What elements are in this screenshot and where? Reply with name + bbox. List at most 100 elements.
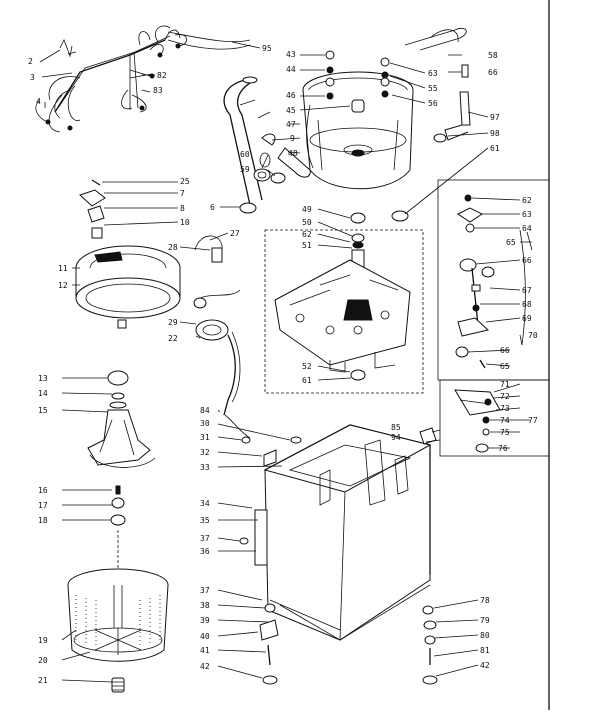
pump-wire-assembly: [193, 235, 241, 416]
label-77: 77: [528, 416, 538, 425]
label-22: 22: [168, 334, 178, 343]
label-25: 25: [180, 177, 190, 186]
switch-parts: [454, 389, 501, 453]
label-70: 70: [528, 331, 538, 340]
label-41: 41: [200, 646, 210, 655]
cable-95: [167, 31, 251, 43]
label-62-right: 62: [522, 196, 532, 205]
label-42-left: 42: [200, 662, 210, 671]
label-9: 9: [290, 134, 295, 143]
label-81: 81: [480, 646, 490, 655]
label-46: 46: [286, 91, 296, 100]
label-33: 33: [200, 463, 210, 472]
label-55: 55: [428, 84, 438, 93]
label-71: 71: [500, 380, 510, 389]
label-44: 44: [286, 65, 296, 74]
label-52: 52: [302, 362, 312, 371]
label-20: 20: [38, 656, 48, 665]
label-66: 66: [488, 68, 498, 77]
label-61-center: 61: [302, 376, 312, 385]
label-19: 19: [38, 636, 48, 645]
spin-basket: [67, 530, 169, 693]
label-14: 14: [38, 389, 48, 398]
label-28: 28: [168, 243, 178, 252]
drain-hose: [223, 76, 311, 214]
label-30: 30: [200, 419, 210, 428]
tube-parts: [391, 27, 471, 222]
label-4: 4: [36, 97, 41, 106]
bolts-43-44: [325, 50, 390, 100]
label-69: 69: [522, 314, 532, 323]
label-43: 43: [286, 50, 296, 59]
label-17: 17: [38, 501, 48, 510]
label-12: 12: [58, 281, 68, 290]
label-68: 68: [522, 300, 532, 309]
label-98: 98: [490, 129, 500, 138]
part-number-labels: 2 3 4 95 43 44 46 45 47 9 48 60 59 6 63 …: [28, 44, 538, 685]
label-49: 49: [302, 205, 312, 214]
label-78: 78: [480, 596, 490, 605]
label-3: 3: [30, 73, 35, 82]
label-36: 36: [200, 547, 210, 556]
label-76: 76: [498, 444, 508, 453]
outer-tub: [302, 71, 414, 190]
label-61-top: 61: [490, 144, 500, 153]
label-80: 80: [480, 631, 490, 640]
brake-parts: [455, 194, 533, 369]
label-66-bottom: 66: [500, 346, 510, 355]
label-65-top: 65: [506, 238, 516, 247]
label-51: 51: [302, 241, 312, 250]
label-45: 45: [286, 106, 296, 115]
label-7: 7: [180, 189, 185, 198]
label-27: 27: [230, 229, 240, 238]
label-11: 11: [58, 264, 68, 273]
label-84: 84: [200, 406, 210, 415]
transmission-box: [264, 229, 424, 394]
label-63: 63: [428, 69, 438, 78]
label-67: 67: [522, 286, 532, 295]
label-60: 60: [240, 150, 250, 159]
switch-parts-box: [439, 379, 550, 457]
label-50: 50: [302, 218, 312, 227]
tub-ring: [75, 245, 181, 329]
label-63-right: 63: [522, 210, 532, 219]
label-10: 10: [180, 218, 190, 227]
label-8: 8: [180, 204, 185, 213]
wiring-harness: [35, 25, 188, 133]
label-48: 48: [288, 149, 298, 158]
label-74: 74: [500, 416, 510, 425]
agitator: [87, 370, 156, 526]
leader-lines: [39, 41, 532, 683]
label-34: 34: [200, 499, 210, 508]
label-38: 38: [200, 601, 210, 610]
label-72: 72: [500, 392, 510, 401]
label-16: 16: [38, 486, 48, 495]
label-6: 6: [210, 203, 215, 212]
label-59: 59: [240, 165, 250, 174]
label-18: 18: [38, 516, 48, 525]
label-65-bottom: 65: [500, 362, 510, 371]
label-42-right: 42: [480, 661, 490, 670]
label-37-lower: 37: [200, 586, 210, 595]
label-85: 85: [391, 423, 401, 432]
transmission: [274, 212, 411, 381]
label-75: 75: [500, 428, 510, 437]
label-37-upper: 37: [200, 534, 210, 543]
label-32: 32: [200, 448, 210, 457]
label-2: 2: [28, 57, 33, 66]
cabinet: [254, 424, 432, 641]
label-58: 58: [488, 51, 498, 60]
label-35: 35: [200, 516, 210, 525]
brake-parts-box: [437, 179, 550, 381]
label-66-right: 66: [522, 256, 532, 265]
label-15: 15: [38, 406, 48, 415]
label-82: 82: [157, 71, 167, 80]
label-94: 94: [391, 433, 401, 442]
label-40: 40: [200, 632, 210, 641]
label-73: 73: [500, 404, 510, 413]
label-95: 95: [262, 44, 272, 53]
label-29: 29: [168, 318, 178, 327]
label-47: 47: [286, 120, 296, 129]
label-13: 13: [38, 374, 48, 383]
